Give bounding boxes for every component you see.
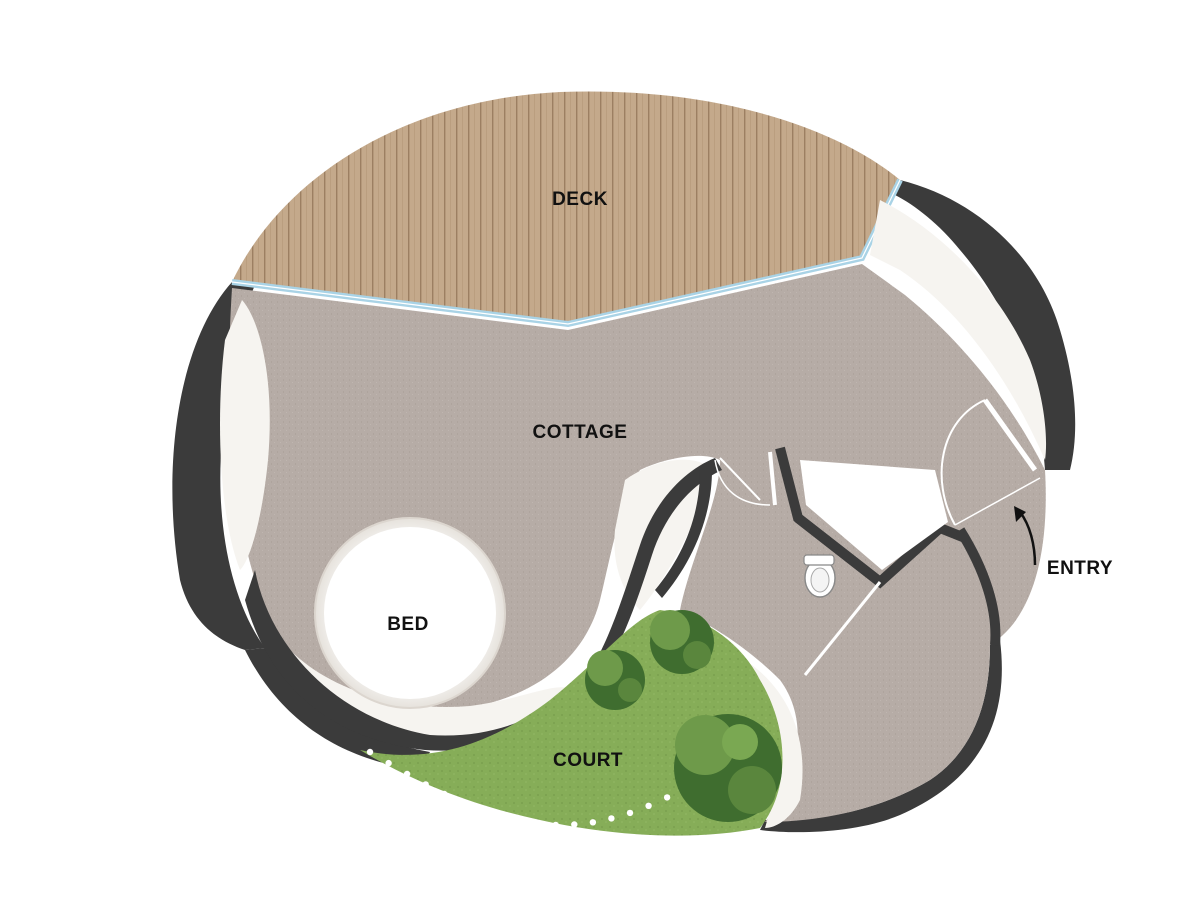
bollard-light: [403, 770, 411, 778]
bollard-light: [571, 821, 578, 828]
bollard-light: [385, 759, 392, 767]
courtyard-walls: [245, 458, 722, 751]
bollard-light: [552, 821, 559, 829]
bathroom-door: [714, 451, 777, 506]
bollard-light: [589, 819, 597, 826]
bollard-light: [533, 820, 541, 827]
entry-arrow-icon: [1014, 506, 1037, 566]
bollard-light: [626, 809, 634, 817]
label-bed: BED: [387, 614, 429, 635]
bollard-light: [608, 815, 615, 822]
bollard-light: [515, 817, 522, 824]
tree-icon-3: [674, 714, 782, 822]
tree-icon-1: [650, 610, 714, 674]
bathroom-walls: [719, 446, 1001, 676]
bollard-light: [663, 794, 671, 801]
toilet-icon: [803, 554, 836, 598]
bollard-light: [459, 799, 467, 806]
label-court: COURT: [553, 750, 623, 771]
bed: [314, 517, 506, 709]
bollard-light: [441, 790, 448, 798]
label-entry: ENTRY: [1047, 558, 1113, 579]
bollard-light: [645, 802, 652, 809]
bollard-light: [366, 748, 374, 756]
tree-icon-2: [585, 650, 645, 710]
bollard-light: [496, 813, 504, 820]
label-deck: DECK: [552, 189, 608, 210]
label-cottage: COTTAGE: [533, 422, 628, 443]
entry-door: [940, 398, 1041, 526]
bollard-light: [478, 806, 485, 814]
bollard-light: [422, 781, 429, 788]
